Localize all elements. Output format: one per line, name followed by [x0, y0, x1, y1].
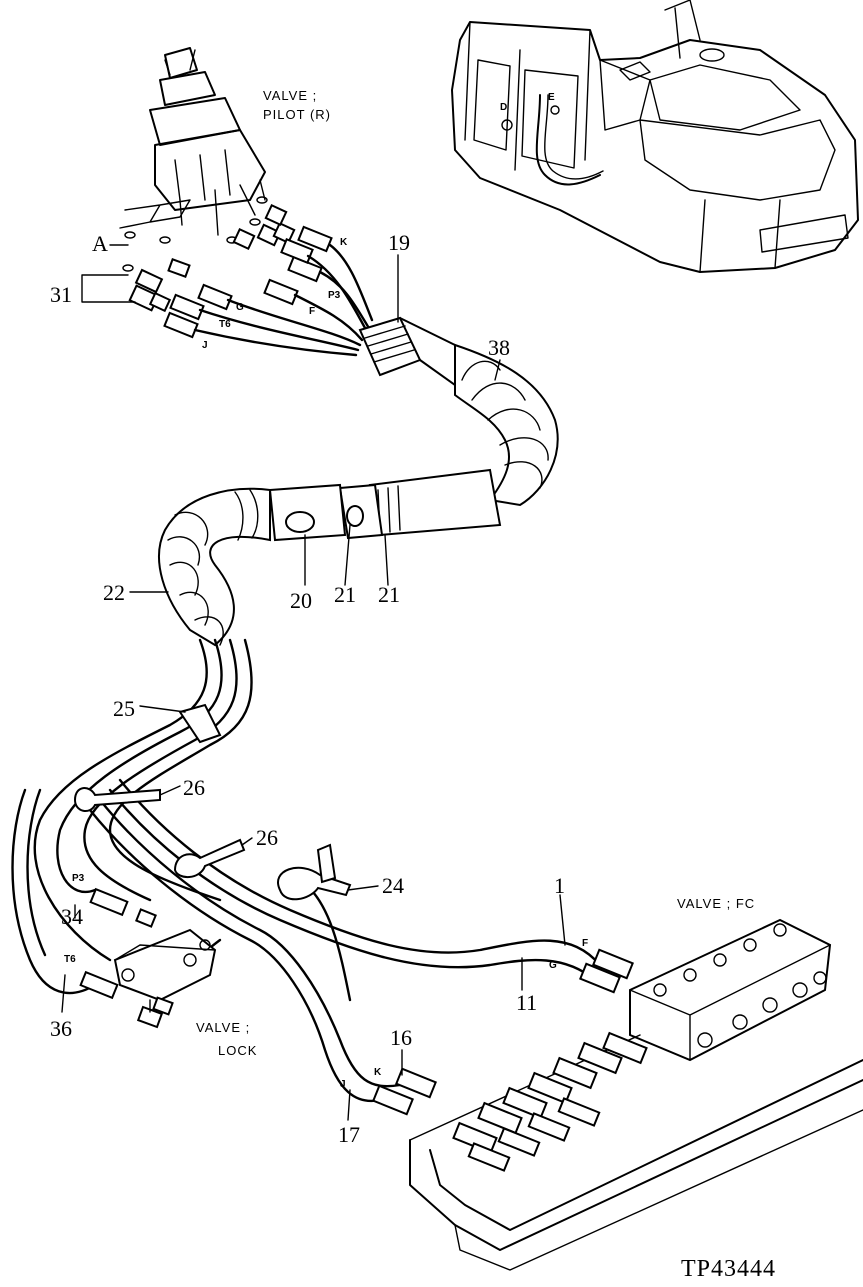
reference-number: TP43444 — [681, 1256, 776, 1282]
control-valve-fittings — [372, 1031, 863, 1271]
sleeve-middle — [338, 468, 502, 540]
hose-letter-g-top: G — [236, 302, 244, 313]
tie-straps — [73, 703, 352, 901]
callout-38: 38 — [488, 335, 510, 360]
hose-letter-t6-top: T6 — [219, 319, 231, 330]
callout-1: 1 — [554, 873, 565, 898]
label-valve-fc: VALVE ; FC — [677, 896, 755, 911]
hose-letter-j-top: J — [202, 340, 208, 351]
callout-16: 16 — [390, 1025, 412, 1050]
label-valve-lock-line1: VALVE ; — [196, 1020, 250, 1035]
elbow-fitting — [167, 203, 296, 278]
hose-bundle-lower — [11, 638, 602, 1103]
callout-21-b: 21 — [378, 582, 400, 607]
spiral-wrap-22 — [158, 487, 271, 647]
hose-letter-f-top: F — [309, 306, 315, 317]
callout-26-a: 26 — [183, 775, 205, 800]
callout-26-b: 26 — [256, 825, 278, 850]
bellows-38 — [454, 343, 559, 507]
lock-valve-fittings — [79, 887, 157, 1000]
callout-19: 19 — [388, 230, 410, 255]
pilot-valve-fittings — [119, 179, 296, 313]
callout-20: 20 — [290, 588, 312, 613]
callout-25: 25 — [113, 696, 135, 721]
hose-letter-p3-top: P3 — [328, 290, 341, 301]
callout-22: 22 — [103, 580, 125, 605]
svg-text:E: E — [548, 92, 555, 103]
callout-17: 17 — [338, 1122, 360, 1147]
hose-letter-f-right: F — [582, 938, 588, 949]
callout-a: A — [92, 231, 108, 256]
hose-letter-t6-left: T6 — [64, 954, 76, 965]
hose-letter-k-bottom: K — [374, 1067, 382, 1078]
protector-19 — [358, 316, 463, 391]
callout-31: 31 — [50, 282, 72, 307]
callout-36: 36 — [50, 1016, 72, 1041]
hose-letter-j-bottom: J — [340, 1079, 346, 1090]
tee-fitting-31 — [128, 268, 172, 313]
hose-letter-k-top: K — [340, 237, 348, 248]
callout-21-a: 21 — [334, 582, 356, 607]
callout-34: 34 — [61, 904, 83, 929]
fitting-row — [452, 1031, 648, 1172]
lock-valve — [113, 928, 217, 1029]
leader-lines — [61, 244, 566, 1121]
callout-24: 24 — [382, 873, 404, 898]
hose-bundle-upper — [193, 243, 374, 357]
text-labels: VALVE ; PILOT (R) VALVE ; FC VALVE ; LOC… — [64, 88, 776, 1282]
label-valve-pilot-line2: PILOT (R) — [263, 107, 331, 122]
svg-text:D: D — [500, 102, 507, 113]
hose-letter-p3-left: P3 — [72, 873, 85, 884]
label-valve-lock-line2: LOCK — [218, 1043, 257, 1058]
pilot-valve-r — [149, 47, 266, 211]
clamps-20-21 — [268, 483, 364, 542]
label-valve-pilot-line1: VALVE ; — [263, 88, 317, 103]
fc-valve — [579, 918, 832, 1062]
hose-letter-g-right: G — [549, 960, 557, 971]
callouts: A 31 19 38 20 21 21 22 25 26 26 24 1 11 … — [50, 230, 565, 1147]
callout-11: 11 — [516, 990, 537, 1015]
excavator-upper-structure: D E — [451, 0, 859, 273]
